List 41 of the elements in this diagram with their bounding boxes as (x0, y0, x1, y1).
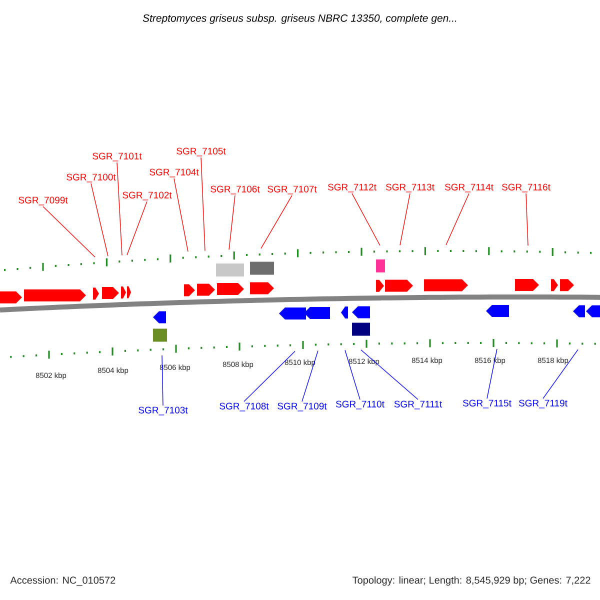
footer-text: Topology: linear; Length: 8,545,929 bp; Genes: 7,222 (352, 576, 590, 586)
gene-label: SGR_7105t (176, 148, 226, 156)
leader-line (446, 193, 470, 246)
gene-label: SGR_7111t (394, 400, 442, 410)
leader-line (344, 350, 360, 400)
gene-label: SGR_7103t (138, 406, 188, 416)
leader-line (486, 348, 498, 399)
gene-label: SGR_7102t (122, 192, 172, 200)
gene-label: SGR_7108t (220, 402, 269, 412)
gene-label: SGR_7114t (444, 184, 494, 192)
gene-label: SGR_7116t (502, 184, 550, 192)
leader-line (126, 201, 148, 256)
footer-text: Accession: NC_010572 (10, 576, 116, 586)
leader-line (162, 355, 164, 406)
gene-label: SGR_7110t (336, 400, 384, 410)
gene-label: SGR_7107t (268, 186, 317, 194)
gene-label: SGR_7115t (462, 400, 512, 408)
gene-label: SGR_7112t (328, 184, 376, 192)
leader-line (90, 183, 108, 257)
gene-label: SGR_7101t (92, 152, 142, 162)
leader-line (116, 162, 122, 256)
leader-line (526, 193, 528, 246)
leader-line (174, 178, 188, 252)
gene-label: SGR_7109t (278, 402, 327, 412)
gene-label: SGR_7100t (66, 174, 116, 182)
gene-label: SGR_7106t (210, 186, 260, 194)
gene-label: SGR_7113t (386, 184, 434, 192)
gene-label: SGR_7104t (150, 168, 199, 178)
leader-line (200, 157, 206, 252)
leader-line (360, 350, 418, 400)
leader-line (260, 195, 292, 249)
leader-line (542, 349, 578, 399)
gene-label: SGR_7119t (518, 400, 568, 408)
leader-line (352, 193, 380, 246)
leader-line (302, 350, 318, 402)
leader-line (42, 206, 96, 258)
title: Streptomyces griseus subsp. griseus NBRC 13350, complete gen... (142, 14, 456, 24)
leader-line (228, 195, 236, 250)
leader-line (400, 193, 410, 246)
gene-label: SGR_7099t (18, 196, 68, 206)
leader-line (244, 350, 296, 402)
